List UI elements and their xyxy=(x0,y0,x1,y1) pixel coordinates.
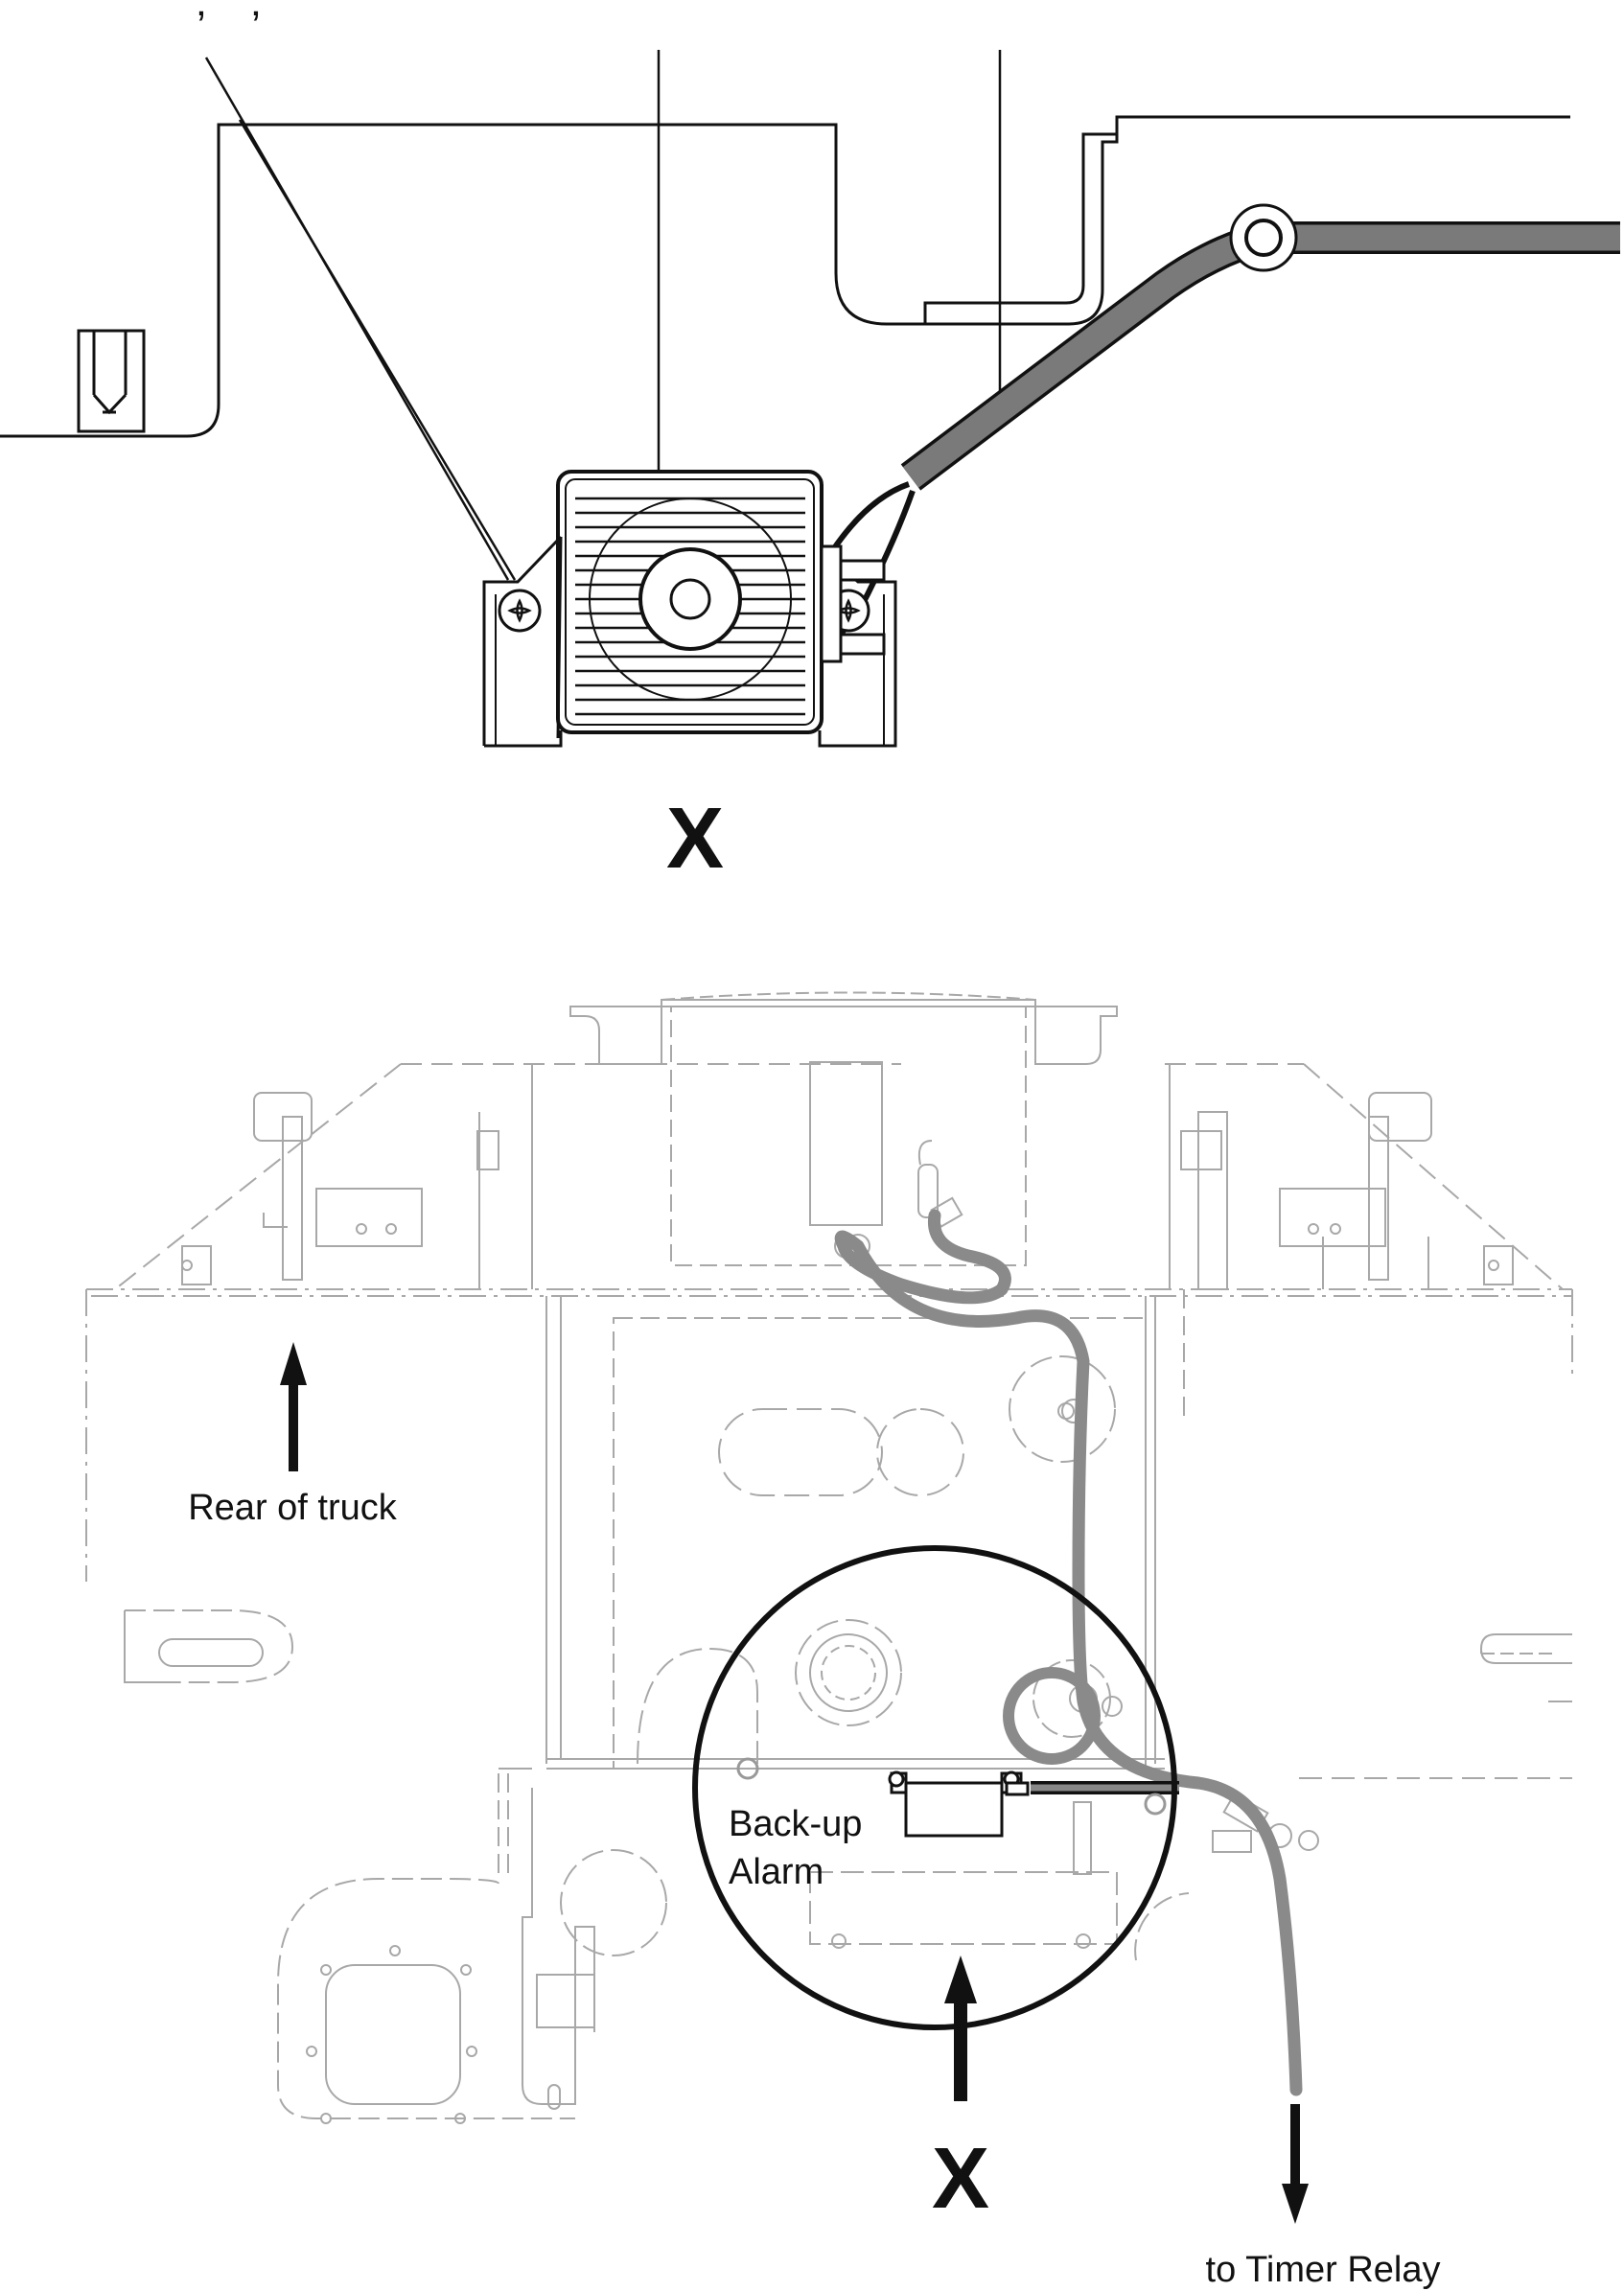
backup-alarm-label-line2: Alarm xyxy=(729,1852,824,1892)
wire-harness xyxy=(834,1209,1303,2096)
truck-frame-phantom xyxy=(85,991,1573,2124)
callout-mark-1: ’ xyxy=(197,3,206,50)
screw-icon xyxy=(498,589,542,633)
frame-bracket xyxy=(923,132,1117,324)
frame-outline xyxy=(0,115,1570,438)
overview-view-label: X xyxy=(932,2131,989,2227)
alarm-terminal-block xyxy=(820,544,843,663)
backup-alarm-label-line1: Back-up xyxy=(729,1804,862,1844)
harness-cable xyxy=(900,221,1620,491)
detail-view-label: X xyxy=(666,791,724,887)
callout-mark-2: ’ xyxy=(251,3,261,50)
harness-loop xyxy=(1003,1667,1101,1765)
leader-line-screw-b xyxy=(238,119,517,581)
backup-alarm-icon xyxy=(888,1770,1030,1838)
timer-relay-label: to Timer Relay xyxy=(1206,2250,1441,2290)
connector-part xyxy=(77,329,146,433)
down-arrow-icon xyxy=(1282,2104,1309,2224)
leader-line-screw xyxy=(204,57,510,581)
up-arrow-icon xyxy=(944,1955,977,2101)
detail-circle xyxy=(692,1545,1177,2030)
rear-of-truck-label: Rear of truck xyxy=(188,1488,398,1528)
harness-cable-fill xyxy=(902,224,1620,488)
detail-view: ’ ’ xyxy=(0,3,1620,887)
up-arrow-icon xyxy=(280,1342,307,1471)
